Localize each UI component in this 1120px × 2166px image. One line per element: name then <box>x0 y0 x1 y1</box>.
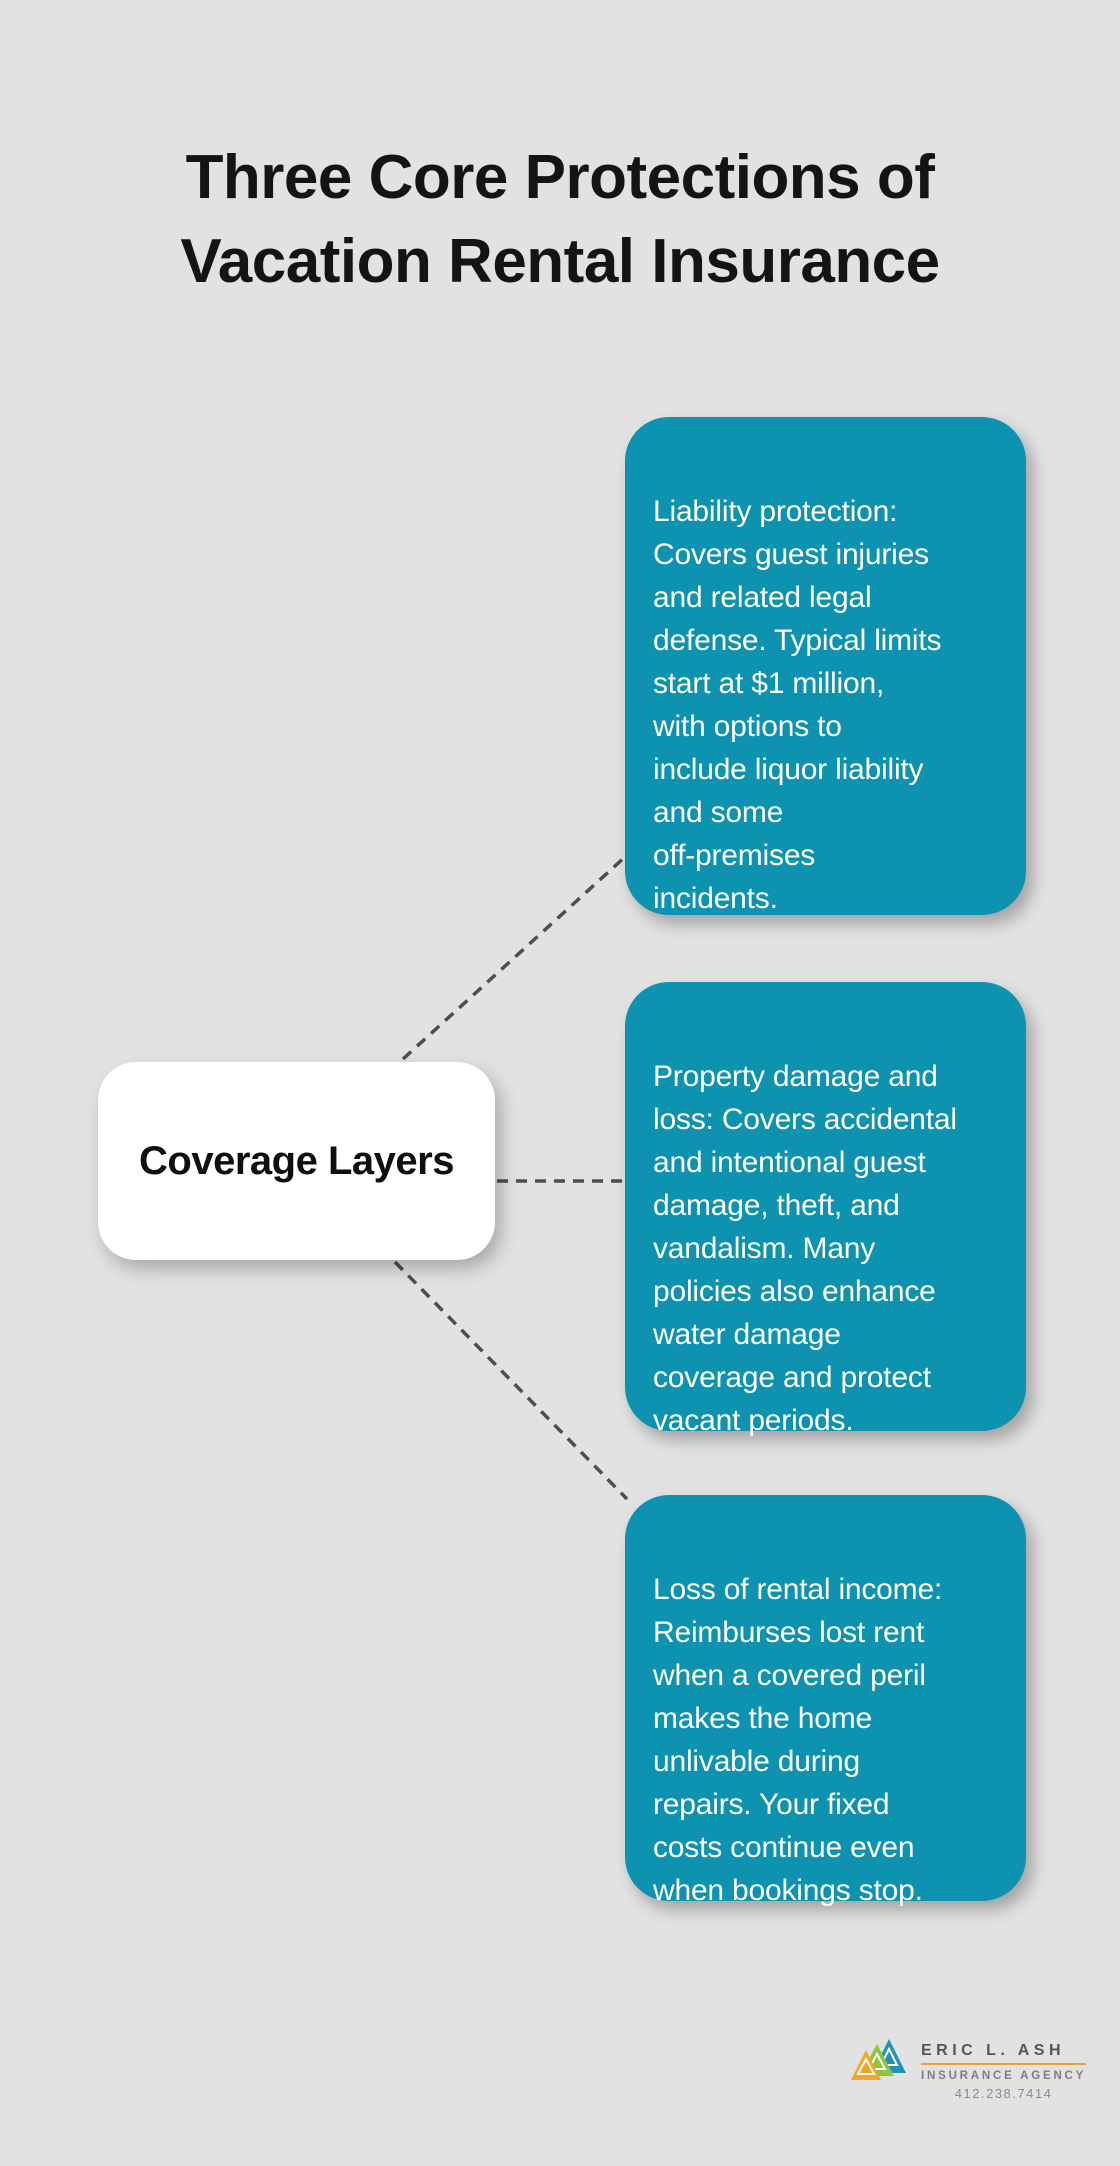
agency-logo-text: ERIC L. ASH INSURANCE AGENCY 412.238.741… <box>921 2042 1087 2101</box>
page-title: Three Core Protections of Vacation Renta… <box>180 142 940 296</box>
connector-line-liability <box>401 854 628 1061</box>
node-property-text: Property damage and loss: Covers acciden… <box>653 1060 957 1437</box>
node-loss-of-income: Loss of rental income: Reimburses lost r… <box>625 1495 1026 1907</box>
agency-name: ERIC L. ASH <box>921 2042 1066 2059</box>
mountains-logo-icon <box>851 2039 906 2080</box>
node-income-text: Loss of rental income: Reimburses lost r… <box>653 1573 943 1907</box>
agency-subtitle: INSURANCE AGENCY <box>921 2070 1087 2082</box>
node-property-damage: Property damage and loss: Covers acciden… <box>625 982 1026 1437</box>
agency-gold-divider <box>921 2063 1087 2065</box>
node-liability-protection: Liability protection: Covers guest injur… <box>625 417 1026 915</box>
agency-logo: ERIC L. ASH INSURANCE AGENCY 412.238.741… <box>851 2036 1087 2101</box>
center-node-label: Coverage Layers <box>139 1138 454 1183</box>
node-liability-text: Liability protection: Covers guest injur… <box>653 495 942 915</box>
agency-phone: 412.238.7414 <box>954 2086 1053 2101</box>
connector-line-income <box>393 1260 629 1501</box>
center-node-coverage-layers: Coverage Layers <box>98 1062 495 1260</box>
